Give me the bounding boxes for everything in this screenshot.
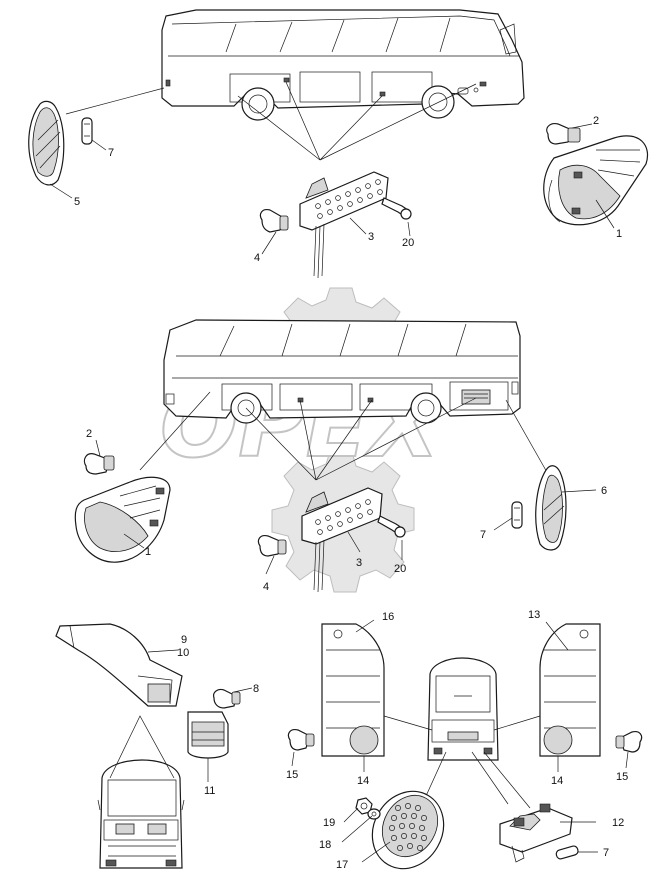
bulb-7-middle [511,501,523,529]
leader-9-10 [147,649,179,653]
bulb-15-left [287,729,315,751]
callout-8: 8 [253,683,259,695]
callout-13: 13 [528,609,540,621]
callout-3-upper: 3 [368,231,374,243]
leader-4-upper [261,231,277,255]
bulb-7-lower [555,845,579,860]
marker-lamp-11 [187,711,229,759]
leader-15 [291,751,629,769]
callout-6: 6 [601,485,607,497]
leader-rear-parts [425,751,531,809]
bus-rear-view [427,657,499,761]
bulb-7-upper [81,117,93,145]
marker-lamp-5 [28,100,65,186]
callout-16: 16 [382,611,394,623]
callout-11: 11 [204,785,215,797]
screw-20-lower [377,515,406,538]
callout-7-upper: 7 [108,147,114,159]
callout-12: 12 [612,817,624,829]
roof-marker-housing-9-10 [55,623,183,707]
bulb-2-upper [546,123,581,145]
callout-labels: 1 2 3 4 5 7 20 2 1 3 4 20 6 7 9 10 8 11 … [74,115,628,871]
bulb-15-right [615,731,643,753]
leader-17-18-19 [341,807,391,863]
plate-lamp-12 [499,803,573,863]
callout-17: 17 [336,859,348,871]
marker-lamp-6 [535,465,567,551]
leader-16 [355,619,375,633]
callout-7-lower: 7 [603,847,609,859]
callout-7-middle: 7 [480,529,486,541]
leader-lines-lower [139,391,549,481]
callout-9: 9 [181,634,187,646]
head-lamp-1-lower [74,476,171,563]
tail-lamp-housing-16 [321,623,385,757]
callout-20-upper: 20 [402,237,414,249]
leader-1-upper [595,199,615,229]
callout-1-upper: 1 [616,228,622,240]
leader-1-lower [123,533,145,549]
callout-14-right: 14 [551,775,563,787]
leader-7-middle [493,517,513,531]
leader-2-upper [571,123,593,129]
tail-lamp-1-upper [543,135,648,226]
callout-15-left: 15 [286,769,298,781]
bus-front-view-left [97,759,185,869]
callout-1-lower: 1 [145,546,151,558]
leader-3-lower [347,531,361,553]
reverse-lamp-17 [371,790,445,870]
callout-14-left: 14 [357,775,369,787]
bulb-8 [213,688,241,709]
callout-18: 18 [319,839,331,851]
callout-2-lower: 2 [86,428,92,440]
callout-3-lower: 3 [356,557,362,569]
leader-14 [363,756,559,772]
callout-5: 5 [74,196,80,208]
leader-lines-upper [65,81,477,161]
leader-bus-front-left [109,715,175,779]
bulb-4-upper [259,209,289,233]
callout-4-lower: 4 [263,581,269,593]
tail-lamp-housing-13 [539,623,601,757]
leader-6 [561,489,597,493]
leader-housings [383,715,541,731]
callout-10: 10 [177,647,189,659]
screw-20-upper [381,197,412,220]
callout-15-right: 15 [616,771,628,783]
leader-8 [233,687,253,693]
leader-5 [49,183,73,199]
bus-side-view-upper [161,9,525,121]
leader-7-upper [91,139,107,151]
leader-3-upper [349,217,367,235]
bus-side-view-lower [163,319,521,424]
leader-4-lower [265,555,275,575]
callout-20-lower: 20 [394,563,406,575]
leader-20-upper [407,221,411,237]
callout-19: 19 [323,817,335,829]
bulb-2-lower [83,453,115,475]
leader-2-lower [95,439,101,457]
side-marker-lamp-3-upper [299,171,389,279]
callout-2-upper: 2 [593,115,599,127]
callout-4-upper: 4 [254,252,260,264]
leader-13 [545,621,569,651]
bulb-4-lower [257,535,287,557]
